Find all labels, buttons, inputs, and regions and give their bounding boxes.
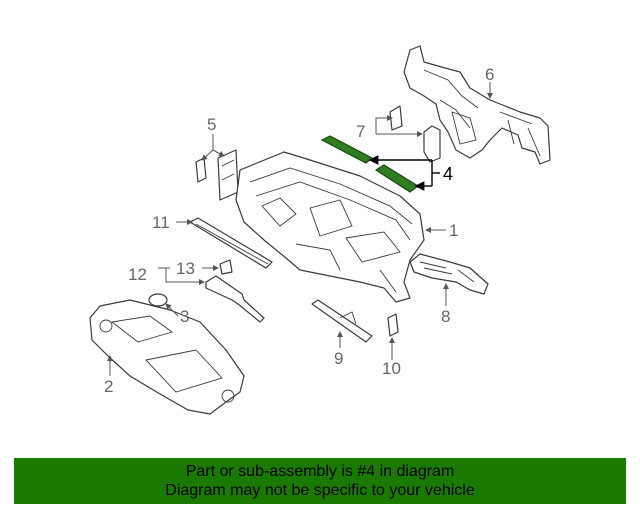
callout-8: 8 xyxy=(441,307,450,326)
part-8-duct-assembly xyxy=(409,253,489,295)
part-7-bracket-lower xyxy=(423,125,441,163)
callout-2: 2 xyxy=(104,377,113,396)
part-13-clip xyxy=(219,259,233,275)
part-7-bracket-upper xyxy=(389,105,403,131)
part-9-bottom-strip xyxy=(311,299,373,343)
part-12-brace xyxy=(205,275,265,323)
callout-12: 12 xyxy=(128,265,147,284)
callout-11: 11 xyxy=(152,213,170,232)
exploded-parts-diagram: 6 7 5 4 1 11 13 12 3 2 8 9 10 xyxy=(89,45,551,415)
part-11-trim-strip xyxy=(189,217,273,269)
callout-3: 3 xyxy=(180,307,189,326)
callout-9: 9 xyxy=(334,349,343,368)
part-1-instrument-panel xyxy=(235,151,425,303)
callout-6: 6 xyxy=(485,65,494,84)
banner-line-2: Diagram may not be specific to your vehi… xyxy=(165,482,475,499)
part-10-small-bracket xyxy=(387,313,399,337)
part-5-side-brackets xyxy=(195,149,239,201)
part-3-round-cap xyxy=(148,293,168,307)
callout-7: 7 xyxy=(356,122,365,141)
leader-lines xyxy=(107,82,493,376)
part-6-crossmember-frame xyxy=(403,45,551,165)
callout-13: 13 xyxy=(176,259,195,278)
part-info-banner: Part or sub-assembly is #4 in diagram Di… xyxy=(14,458,626,504)
callout-1: 1 xyxy=(449,221,458,240)
callout-4: 4 xyxy=(443,164,453,184)
part-2-lower-panel xyxy=(89,299,245,415)
callout-5: 5 xyxy=(207,115,216,134)
banner-line-1: Part or sub-assembly is #4 in diagram xyxy=(185,463,455,480)
callout-10: 10 xyxy=(382,359,401,378)
